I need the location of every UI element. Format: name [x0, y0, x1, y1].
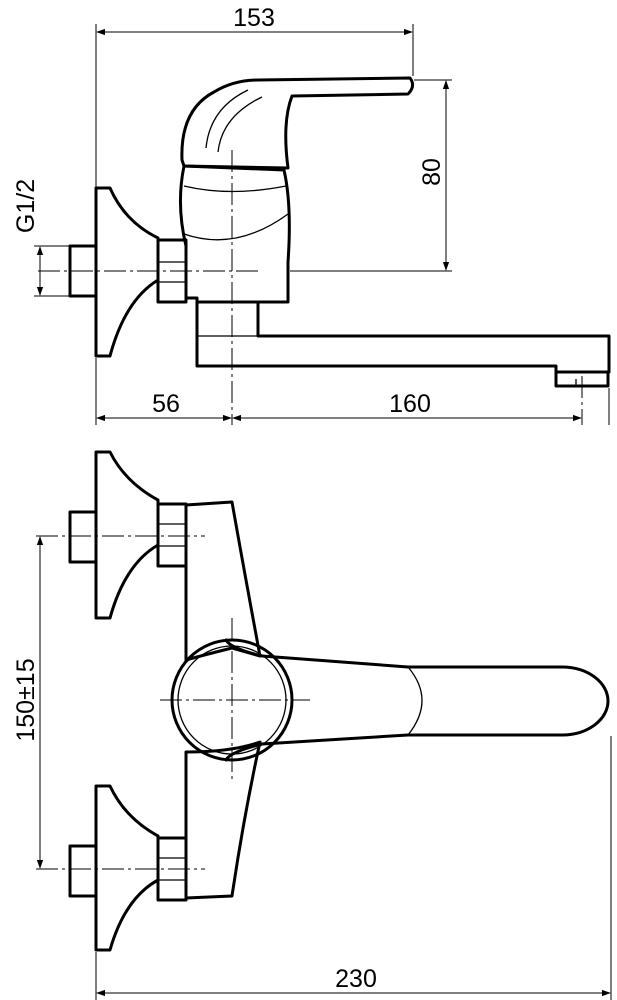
- side-wall-flange: [94, 186, 160, 358]
- dim-thread: G1/2: [12, 179, 40, 233]
- top-lever-arm: [224, 638, 610, 762]
- dim-top-width: 153: [233, 4, 275, 32]
- top-view: [36, 450, 610, 952]
- dimensions: 153 80 G1/2 56 160 150±15 230: [12, 4, 612, 1000]
- top-wall-flange-upper: [94, 450, 160, 620]
- dim-wall-offset: 56: [152, 390, 180, 418]
- side-inlet-nipple: [68, 244, 98, 298]
- dim-inlet-spacing: 150±15: [12, 658, 40, 741]
- top-inlet-nipple-lower: [68, 844, 98, 898]
- side-mixer-body: [178, 164, 291, 304]
- side-lever-handle: [180, 76, 415, 170]
- side-spout: [195, 300, 611, 374]
- top-inlet-nipple-upper: [68, 510, 98, 564]
- top-connection-nut-upper: [156, 502, 188, 568]
- top-connector-body: [184, 500, 262, 662]
- dim-lever-height: 80: [418, 158, 446, 186]
- dim-total-width: 230: [335, 965, 377, 993]
- dim-spout-reach: 160: [389, 390, 431, 418]
- top-wall-flange-lower: [94, 784, 160, 952]
- side-view: [38, 76, 611, 425]
